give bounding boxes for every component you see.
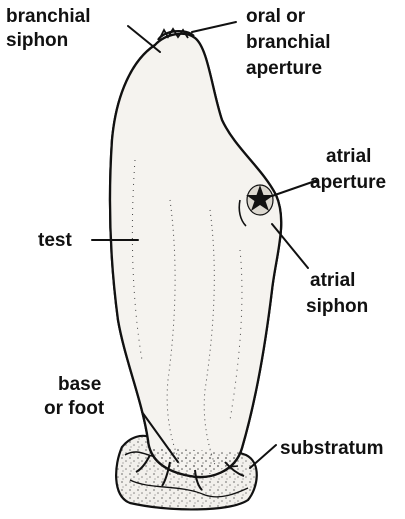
label-test: test [38,230,72,251]
label-substratum: substratum [280,438,383,459]
label-branchial-siphon: branchial siphon [6,6,96,51]
label-atrial-siphon: atrial siphon [306,270,368,317]
ascidian-body [110,34,281,490]
leader-branchial-siphon [128,26,160,52]
label-oral-aperture: oral or branchial aperture [246,6,336,79]
leader-substratum [250,445,276,468]
label-atrial-aperture: atrial aperture [310,146,386,193]
label-base: base or foot [44,374,107,419]
leader-oral-aperture [192,22,236,32]
